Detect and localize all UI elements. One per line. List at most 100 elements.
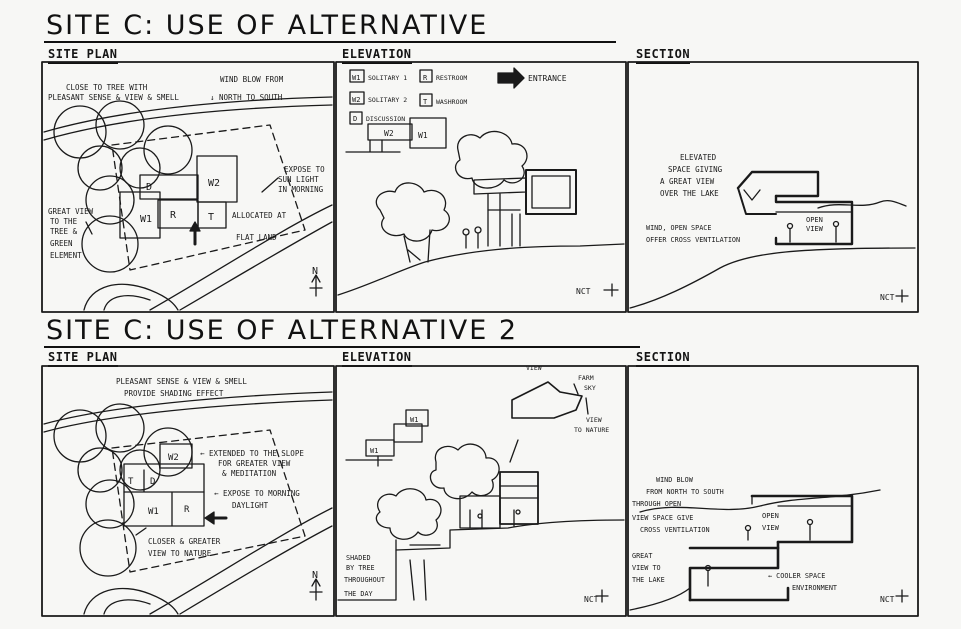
row2-title-underline <box>44 346 640 348</box>
note2-cooler-2: ENVIRONMENT <box>792 584 837 592</box>
elev2-room-w1-top: W1 <box>410 416 418 424</box>
row1-title-underline <box>44 41 616 43</box>
note-elevated-4: OVER THE LAKE <box>660 189 719 198</box>
note-farm-2: SKY <box>584 384 596 392</box>
row1-section-label: SECTION <box>636 47 690 64</box>
note-shaded-2: BY TREE <box>346 564 375 572</box>
legend-w2-text: SOLITARY 2 <box>368 96 407 104</box>
note2-wind-4: VIEW SPACE GIVE <box>632 514 693 522</box>
legend-t-text: WASHROOM <box>436 98 467 106</box>
row1-site-plan-frame <box>41 61 335 313</box>
note-wind-1: WIND BLOW FROM <box>220 75 284 84</box>
north-label-1: N <box>312 266 318 277</box>
row2-site-plan-frame <box>41 365 335 617</box>
note-open-view-1b: VIEW <box>806 225 824 233</box>
elev-room-w2: W2 <box>384 129 394 138</box>
row2-elevation-label: ELEVATION <box>342 350 412 367</box>
room2-w1: W1 <box>148 507 159 517</box>
note-green-1: GREAT VIEW <box>48 207 94 216</box>
note-shaded-1: SHADED <box>346 554 371 562</box>
note2-lake-1: GREAT <box>632 552 652 560</box>
note2-open-view-b: VIEW <box>762 524 780 532</box>
row1-section-drawing <box>629 170 916 309</box>
elev2-room-w1-bottom: W1 <box>370 447 378 455</box>
note2-wind-1: WIND BLOW <box>656 476 694 484</box>
note-nature-2: TO NATURE <box>574 426 609 434</box>
row2-section-stamp: NCT <box>880 595 895 604</box>
row2-section-drawing <box>629 489 909 611</box>
note-green-2: TO THE <box>50 217 78 226</box>
legend-d-text: DISCUSSION <box>366 115 405 123</box>
note2-open-view-a: OPEN <box>762 512 779 520</box>
note-green-5: ELEMENT <box>50 251 82 260</box>
room-r: R <box>170 210 177 221</box>
note-close-tree-2: PLEASANT SENSE & VIEW & SMELL <box>48 93 179 102</box>
legend-r-key: R <box>423 74 428 82</box>
legend-t-key: T <box>423 98 428 106</box>
room-t: T <box>208 212 214 223</box>
note-open-view-1a: OPEN <box>806 216 823 224</box>
note2-wind-3: THROUGH OPEN <box>632 500 681 508</box>
note-sun-3: IN MORNING <box>278 185 324 194</box>
note-green-3: TREE & <box>50 227 78 236</box>
north-label-2: N <box>312 570 318 581</box>
note2-lake-2: VIEW TO <box>632 564 661 572</box>
row2-section-label: SECTION <box>636 350 690 367</box>
row2-title: SITE C: USE OF ALTERNATIVE 2 <box>46 315 519 346</box>
row2-elev-stamp: NCT <box>584 595 599 604</box>
legend-w2-key: W2 <box>352 96 360 104</box>
row1-site-plan-drawing <box>43 96 333 311</box>
note2-lake-3: THE LAKE <box>632 576 665 584</box>
note-elevated-3: A GREAT VIEW <box>660 177 715 186</box>
note-close-tree-1: CLOSE TO TREE WITH <box>66 83 148 92</box>
note-closer-1: CLOSER & GREATER <box>148 537 221 546</box>
row2-section-frame <box>627 365 919 617</box>
row1-elevation-frame <box>335 61 627 313</box>
note-green-4: GREEN <box>50 239 73 248</box>
row1-elev-stamp: NCT <box>576 287 591 296</box>
note-wind-2: ↓ NORTH TO SOUTH <box>210 93 283 102</box>
room-w2: W2 <box>208 178 220 189</box>
room2-d: D <box>150 477 155 487</box>
note-pleasant-1: PLEASANT SENSE & VIEW & SMELL <box>116 377 247 386</box>
note-farm-1: FARM <box>578 374 594 382</box>
note-flat-1: ALLOCATED AT <box>232 211 287 220</box>
row1-title: SITE C: USE OF ALTERNATIVE <box>46 10 489 41</box>
elev-room-w1: W1 <box>418 131 428 140</box>
note-shaded-3: THROUGHOUT <box>344 576 385 584</box>
row1-site-plan-label: SITE PLAN <box>48 47 118 64</box>
room2-w2: W2 <box>168 453 179 463</box>
legend-entrance: ENTRANCE <box>528 74 567 83</box>
row2-site-plan-drawing <box>43 391 333 615</box>
note-elevated-1: ELEVATED <box>680 153 717 162</box>
note2-wind-2: FROM NORTH TO SOUTH <box>646 488 724 496</box>
note-pleasant-2: PROVIDE SHADING EFFECT <box>124 389 224 398</box>
legend-d-key: D <box>353 115 357 123</box>
note-wind-open-1: WIND, OPEN SPACE <box>646 224 711 232</box>
note-wind-open-2: OFFER CROSS VENTILATION <box>646 236 740 244</box>
note-extended-1: ← EXTENDED TO THE SLOPE <box>200 449 304 458</box>
legend-w1-text: SOLITARY 1 <box>368 74 407 82</box>
row1-section-frame <box>627 61 919 313</box>
note-daylight-2: DAYLIGHT <box>232 501 269 510</box>
legend-r-text: RESTROOM <box>436 74 467 82</box>
note-nature-1: VIEW <box>586 416 602 424</box>
row2-site-plan-label: SITE PLAN <box>48 350 118 367</box>
room-d: D <box>146 182 152 193</box>
row1-section-stamp: NCT <box>880 293 895 302</box>
legend-w1-key: W1 <box>352 74 360 82</box>
room-w1: W1 <box>140 214 152 225</box>
note2-cooler-1: ← COOLER SPACE <box>768 572 825 580</box>
note-extended-3: & MEDITATION <box>222 469 276 478</box>
note-extended-2: FOR GREATER VIEW <box>218 459 291 468</box>
row1-elevation-drawing <box>337 67 625 297</box>
row2-elevation-drawing <box>337 381 625 603</box>
row1-elevation-label: ELEVATION <box>342 47 412 64</box>
note-elevated-2: SPACE GIVING <box>668 165 723 174</box>
note-view: VIEW <box>526 364 542 372</box>
note2-wind-5: CROSS VENTILATION <box>640 526 710 534</box>
room2-t: T <box>128 477 134 487</box>
note-daylight-1: ← EXPOSE TO MORNING <box>214 489 300 498</box>
note-flat-2: FLAT LAND <box>236 233 277 242</box>
